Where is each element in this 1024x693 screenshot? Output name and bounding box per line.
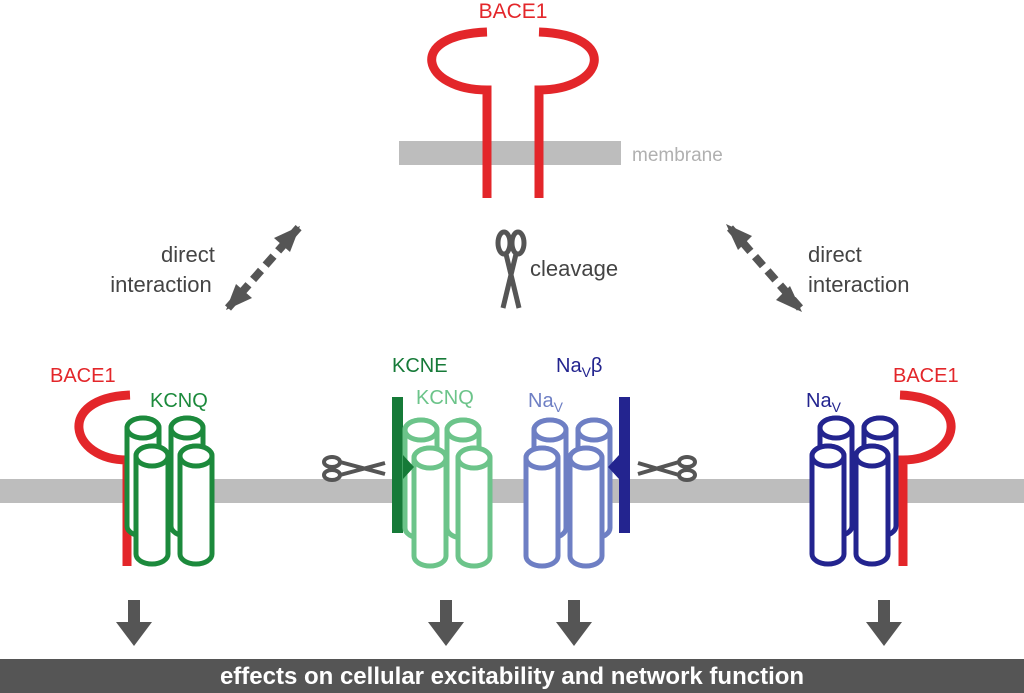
right-nav-subscript: V [832, 399, 842, 415]
center-kcnq-label: KCNQ [416, 387, 474, 409]
top-bace1-label: BACE1 [479, 0, 548, 23]
left-kcnq-label: KCNQ [150, 390, 208, 412]
right-nav-text: Na [806, 390, 832, 412]
navb-cleavage-notch [608, 455, 619, 479]
navb-text: Na [556, 355, 582, 377]
center-right-down-arrow-icon [556, 600, 592, 646]
left-double-arrow-icon [224, 223, 304, 311]
left-interaction-line1: direct [161, 242, 215, 267]
navb-suffix: β [591, 355, 603, 377]
left-bace1-protein [74, 390, 132, 566]
right-interaction-label: direct interaction [808, 242, 910, 297]
center-left-down-arrow-icon [428, 600, 464, 646]
right-scissors-icon [637, 455, 697, 482]
left-kcnq-channel [127, 418, 212, 564]
navb-subscript: V [582, 364, 592, 380]
right-bace1-protein [898, 390, 956, 566]
kcne-subunit [392, 397, 403, 533]
right-interaction-line2: interaction [808, 272, 910, 297]
top-membrane-label: membrane [632, 145, 723, 166]
left-down-arrow-icon [116, 600, 152, 646]
center-nav-channel [526, 420, 610, 566]
right-bace1-label: BACE1 [893, 365, 959, 387]
left-scissors-icon [322, 455, 386, 482]
kcne-label: KCNE [392, 355, 448, 377]
footer-text: effects on cellular excitability and net… [220, 663, 804, 690]
footer-bar [0, 659, 1024, 693]
navb-subunit [619, 397, 630, 533]
top-membrane [399, 141, 621, 165]
right-down-arrow-icon [866, 600, 902, 646]
left-interaction-line2: interaction [110, 272, 212, 297]
left-interaction-label: direct interaction [110, 242, 221, 297]
cleavage-label: cleavage [530, 256, 618, 281]
right-interaction-line1: direct [808, 242, 862, 267]
right-nav-label: NaV [806, 390, 842, 415]
right-double-arrow-icon [726, 224, 804, 312]
right-nav-channel [812, 418, 896, 564]
kcne-cleavage-notch [403, 455, 414, 479]
center-nav-label: NaV [528, 390, 564, 415]
navb-label: NaVβ [556, 355, 602, 380]
center-nav-subscript: V [554, 399, 564, 415]
center-kcnq-channel [405, 420, 490, 566]
center-nav-text: Na [528, 390, 554, 412]
left-bace1-label: BACE1 [50, 365, 116, 387]
top-scissors-icon [495, 229, 527, 309]
top-bace1-protein [427, 27, 599, 198]
